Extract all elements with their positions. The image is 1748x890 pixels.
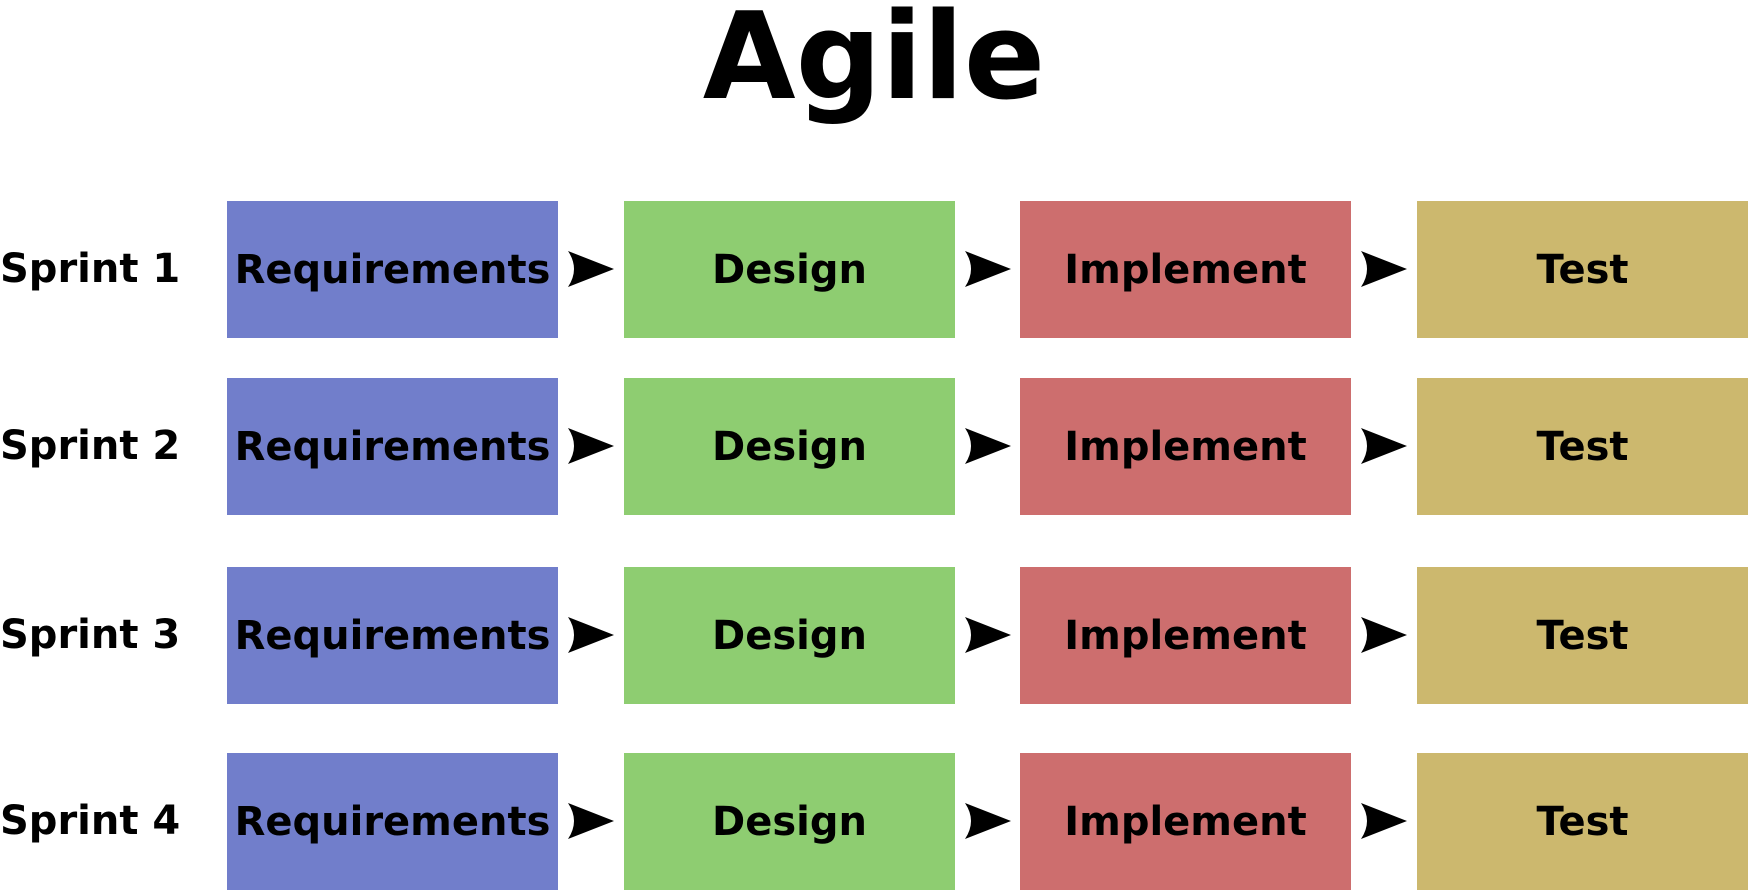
phase-label: Requirements xyxy=(234,798,551,845)
arrow-icon xyxy=(1359,615,1407,655)
arrow-icon xyxy=(963,801,1011,841)
sprint-label: Sprint 3 xyxy=(0,612,181,658)
phase-label: Implement xyxy=(1064,798,1307,845)
arrow-icon xyxy=(566,426,614,466)
phase-implement: Implement xyxy=(1020,201,1351,338)
phase-design: Design xyxy=(624,753,955,890)
phase-label: Requirements xyxy=(234,612,551,659)
arrow-icon xyxy=(963,426,1011,466)
phase-test: Test xyxy=(1417,753,1748,890)
phase-label: Design xyxy=(712,612,867,659)
arrow-icon xyxy=(566,801,614,841)
diagram-title: Agile xyxy=(702,0,1046,127)
phase-design: Design xyxy=(624,567,955,704)
arrow-icon xyxy=(566,615,614,655)
phase-label: Design xyxy=(712,423,867,470)
sprint-row-3: Sprint 3 Requirements Design Implement T… xyxy=(0,567,1748,704)
phase-label: Implement xyxy=(1064,612,1307,659)
phase-label: Implement xyxy=(1064,423,1307,470)
arrow-icon xyxy=(1359,249,1407,289)
phase-label: Design xyxy=(712,798,867,845)
arrow-icon xyxy=(1359,801,1407,841)
arrow-icon xyxy=(963,249,1011,289)
phase-implement: Implement xyxy=(1020,378,1351,515)
phase-label: Implement xyxy=(1064,246,1307,293)
arrow-icon xyxy=(1359,426,1407,466)
arrow-icon xyxy=(566,249,614,289)
phase-requirements: Requirements xyxy=(227,201,558,338)
phase-test: Test xyxy=(1417,378,1748,515)
phase-test: Test xyxy=(1417,201,1748,338)
phase-test: Test xyxy=(1417,567,1748,704)
phase-requirements: Requirements xyxy=(227,753,558,890)
phase-requirements: Requirements xyxy=(227,378,558,515)
sprint-row-1: Sprint 1 Requirements Design Implement T… xyxy=(0,201,1748,338)
arrow-icon xyxy=(963,615,1011,655)
phase-label: Requirements xyxy=(234,246,551,293)
phase-implement: Implement xyxy=(1020,567,1351,704)
phase-label: Test xyxy=(1536,246,1629,293)
phase-requirements: Requirements xyxy=(227,567,558,704)
sprint-row-4: Sprint 4 Requirements Design Implement T… xyxy=(0,753,1748,890)
sprint-label: Sprint 4 xyxy=(0,798,181,844)
sprint-label: Sprint 2 xyxy=(0,423,181,469)
phase-label: Test xyxy=(1536,798,1629,845)
phase-implement: Implement xyxy=(1020,753,1351,890)
phase-label: Requirements xyxy=(234,423,551,470)
phase-design: Design xyxy=(624,378,955,515)
sprint-label: Sprint 1 xyxy=(0,246,181,292)
phase-design: Design xyxy=(624,201,955,338)
phase-label: Test xyxy=(1536,612,1629,659)
phase-label: Design xyxy=(712,246,867,293)
phase-label: Test xyxy=(1536,423,1629,470)
sprint-row-2: Sprint 2 Requirements Design Implement T… xyxy=(0,378,1748,515)
